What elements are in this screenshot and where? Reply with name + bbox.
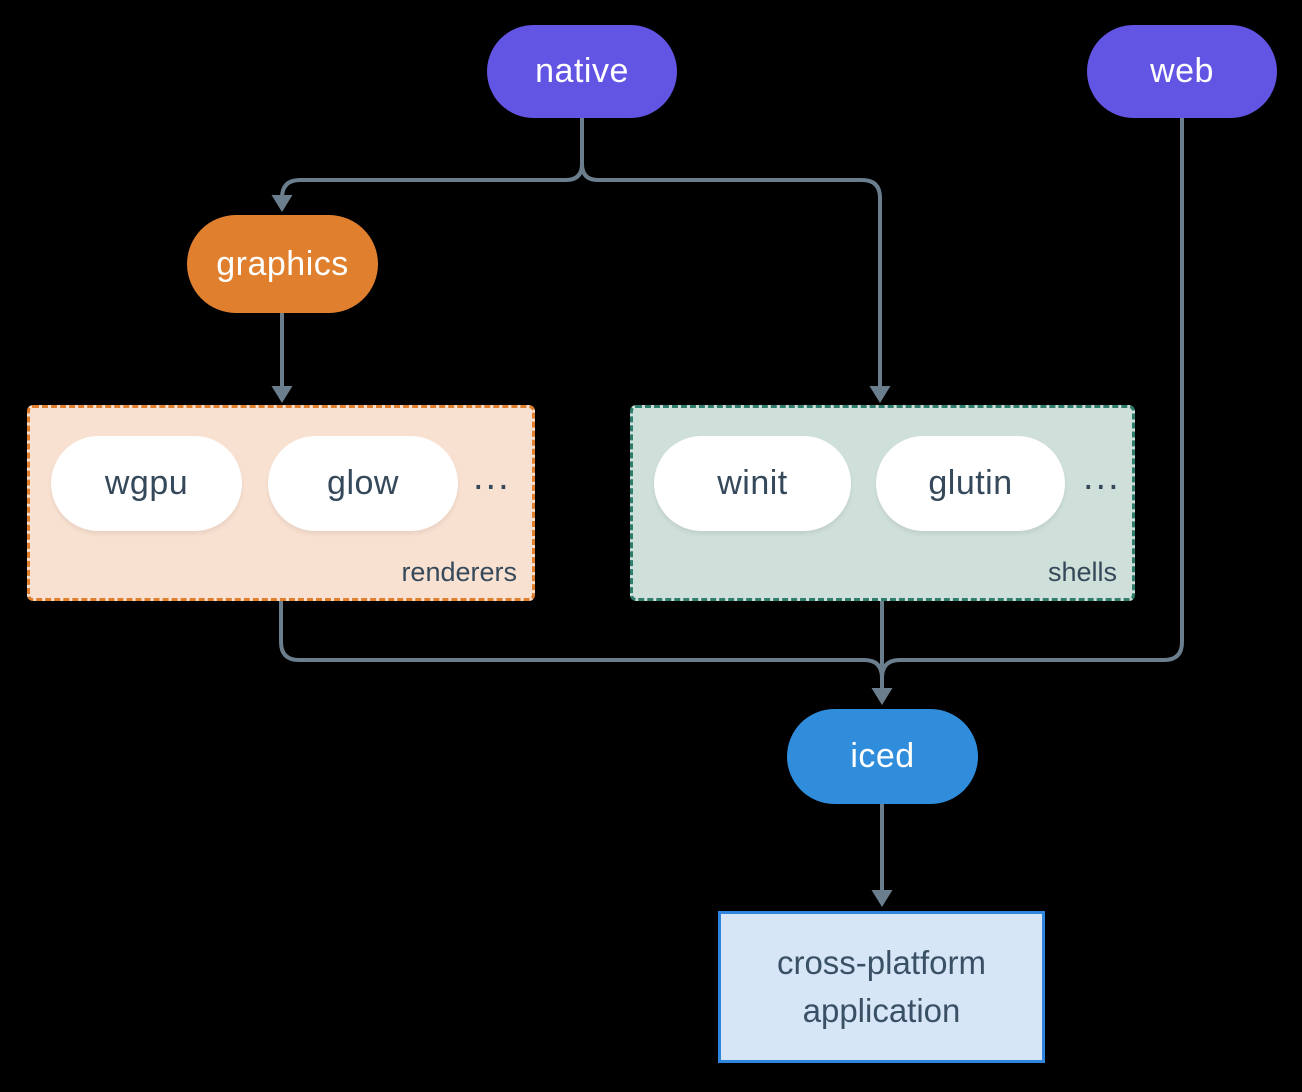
edge-native-shells: [580, 118, 882, 390]
arrowhead-application: [871, 890, 893, 907]
node-native: native: [487, 25, 677, 118]
node-web-label: web: [1150, 52, 1214, 90]
node-native-label: native: [535, 52, 629, 90]
group-shells: winit glutin ... shells: [630, 405, 1135, 601]
arrowhead-graphics: [271, 195, 293, 212]
edge-native-graphics: [280, 118, 584, 199]
node-application: cross-platform application: [718, 911, 1045, 1063]
group-renderers-label: renderers: [401, 557, 517, 587]
pill-wgpu: wgpu: [51, 436, 242, 531]
group-renderers: wgpu glow ... renderers: [27, 405, 535, 601]
node-iced: iced: [787, 709, 978, 804]
edge-renderers-iced: [279, 600, 884, 679]
pill-wgpu-label: wgpu: [104, 464, 189, 502]
group-shells-label: shells: [1047, 557, 1117, 587]
pill-glow: glow: [268, 436, 458, 531]
arrowhead-iced: [871, 688, 893, 705]
pill-winit: winit: [654, 436, 851, 531]
arrowhead-renderers: [271, 386, 293, 403]
shells-ellipsis: ...: [1083, 456, 1121, 498]
node-graphics: graphics: [187, 215, 378, 313]
node-web: web: [1087, 25, 1277, 118]
node-iced-label: iced: [850, 737, 915, 775]
node-graphics-label: graphics: [216, 244, 349, 283]
arrowhead-shells: [869, 386, 891, 403]
pill-glow-label: glow: [327, 464, 399, 502]
renderers-ellipsis: ...: [473, 456, 511, 498]
pill-glutin-label: glutin: [928, 464, 1013, 502]
pill-winit-label: winit: [717, 464, 788, 502]
node-application-label: cross-platform application: [776, 944, 987, 1029]
pill-glutin: glutin: [876, 436, 1065, 531]
